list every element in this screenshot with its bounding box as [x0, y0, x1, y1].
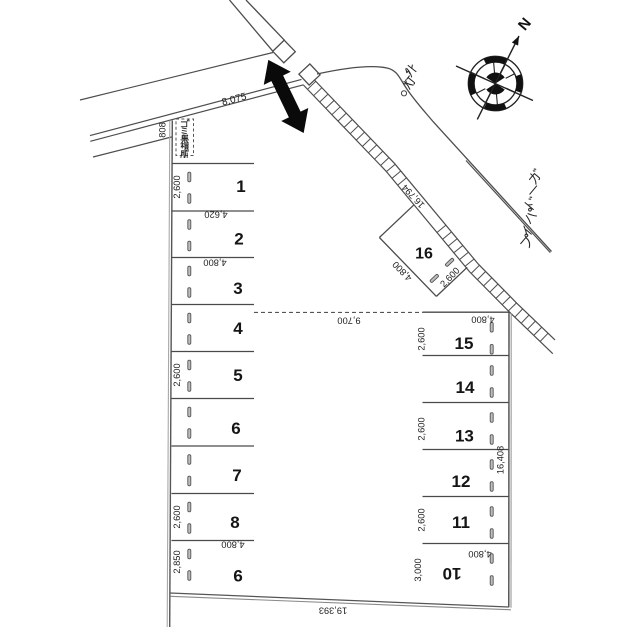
svg-text:4,800: 4,800 — [468, 549, 491, 559]
svg-text:7: 7 — [232, 466, 241, 485]
svg-text:1: 1 — [236, 177, 245, 196]
svg-text:4,620: 4,620 — [204, 210, 227, 220]
svg-text:12: 12 — [452, 472, 471, 491]
svg-text:5: 5 — [233, 366, 242, 385]
svg-text:2,600: 2,600 — [417, 327, 427, 350]
svg-text:808: 808 — [158, 122, 168, 138]
svg-text:4: 4 — [233, 319, 243, 338]
svg-text:3: 3 — [233, 279, 242, 298]
svg-text:2,600: 2,600 — [172, 363, 182, 386]
svg-text:4,800: 4,800 — [221, 540, 244, 550]
svg-text:13: 13 — [455, 426, 474, 445]
svg-text:2,600: 2,600 — [172, 175, 182, 198]
svg-text:11: 11 — [452, 513, 470, 532]
svg-text:3,000: 3,000 — [413, 558, 423, 581]
svg-text:9,700: 9,700 — [337, 316, 360, 326]
svg-text:14: 14 — [456, 378, 475, 397]
svg-text:2,600: 2,600 — [172, 505, 182, 528]
svg-text:2,850: 2,850 — [172, 550, 182, 573]
svg-text:16,408: 16,408 — [496, 446, 506, 474]
svg-text:2,600: 2,600 — [417, 508, 427, 531]
svg-text:8: 8 — [230, 513, 239, 532]
svg-text:19,393: 19,393 — [319, 606, 347, 616]
svg-text:9: 9 — [233, 566, 242, 585]
svg-text:4,800: 4,800 — [203, 258, 226, 268]
svg-text:16: 16 — [415, 246, 433, 263]
svg-text:6: 6 — [231, 419, 240, 438]
svg-text:2,600: 2,600 — [417, 417, 427, 440]
svg-text:15: 15 — [455, 334, 474, 353]
svg-text:2: 2 — [234, 230, 243, 249]
svg-text:10: 10 — [443, 564, 462, 583]
svg-text:4,800: 4,800 — [471, 315, 494, 325]
